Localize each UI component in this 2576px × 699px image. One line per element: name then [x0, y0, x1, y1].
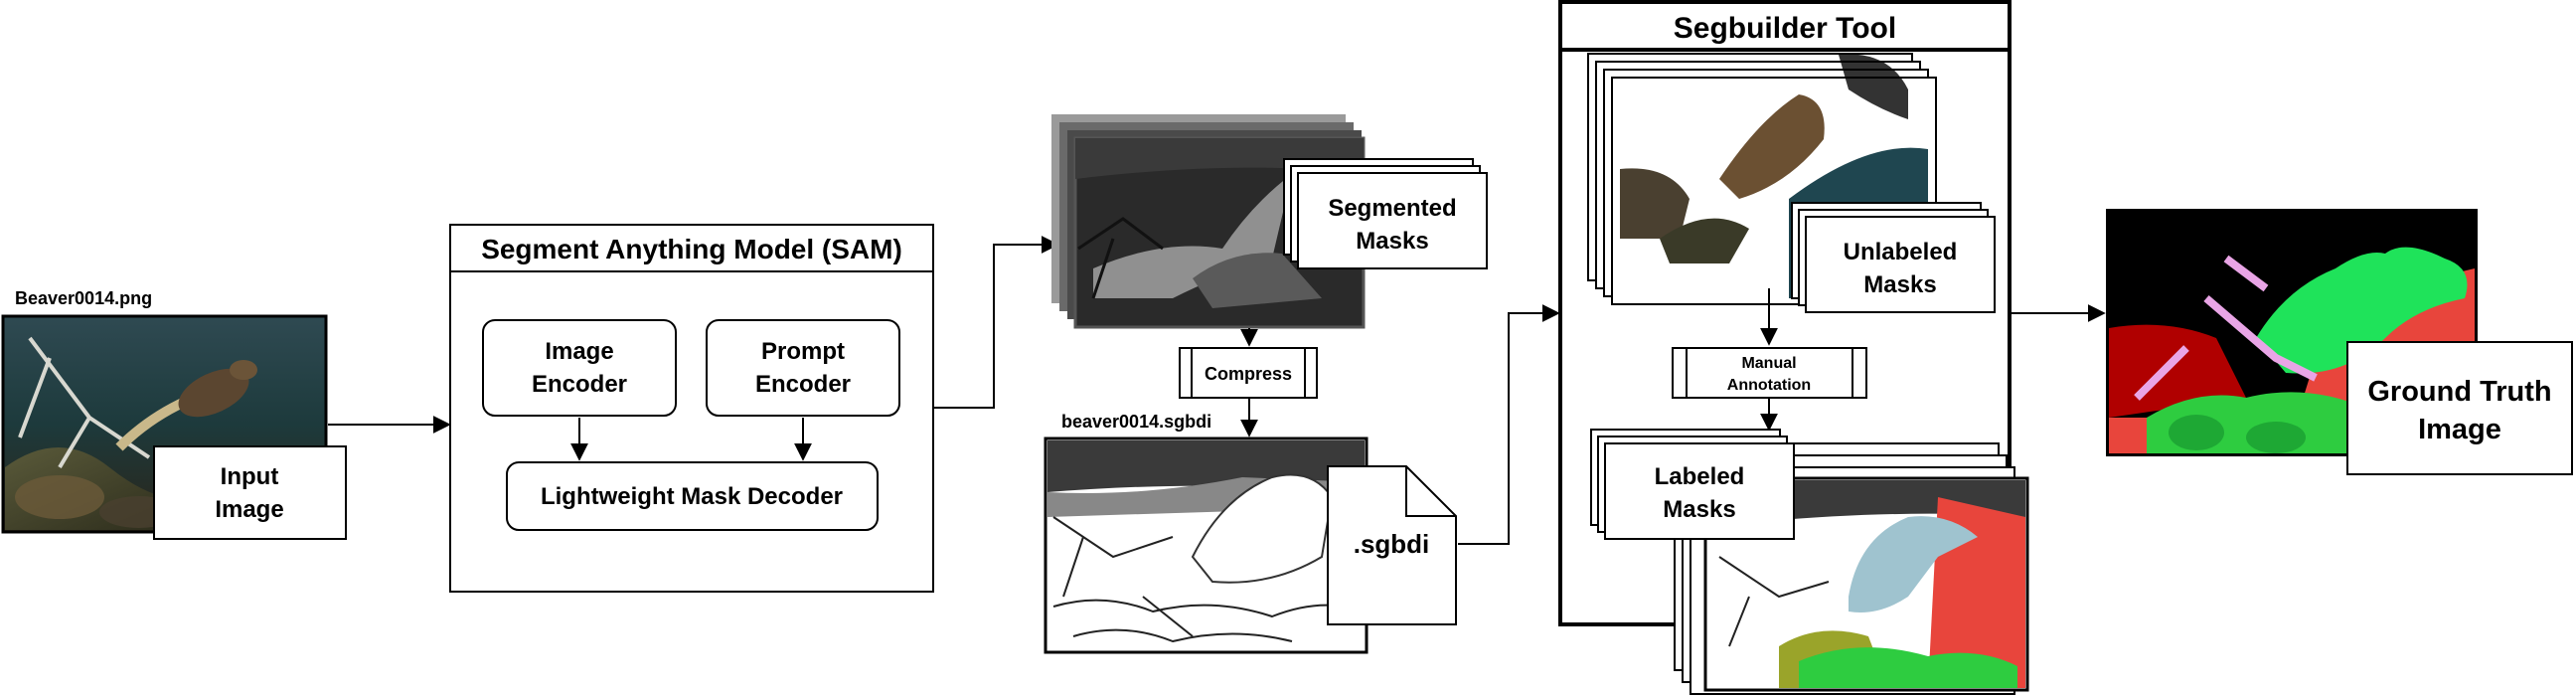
arrow-sam-to-segmented: [934, 236, 1059, 409]
image-encoder-line1: Image: [545, 338, 613, 365]
input-label-line1: Input: [221, 463, 279, 490]
ground-truth-section: Ground Truth Image: [2106, 209, 2573, 475]
input-photo: [1, 314, 328, 534]
unlabeled-label-line2: Masks: [1863, 271, 1936, 298]
output-label-line2: Image: [2418, 414, 2501, 445]
compressed-mask-image: [1044, 437, 1368, 654]
input-section: Beaver0014.png Input Image: [1, 288, 347, 540]
segmented-label-line2: Masks: [1356, 228, 1428, 255]
prompt-encoder-line1: Prompt: [761, 338, 845, 365]
compressed-filename: beaver0014.sgbdi: [1061, 412, 1211, 432]
mask-decoder-box: [506, 461, 879, 531]
prompt-encoder-line2: Encoder: [755, 371, 851, 398]
compress-label: Compress: [1205, 364, 1292, 384]
segmented-masks-section: Segmented Masks: [1051, 114, 1488, 329]
segbuilder-title: Segbuilder Tool: [1674, 12, 1896, 45]
labeled-label-line1: Labeled: [1655, 463, 1745, 490]
compressed-file-section: beaver0014.sgbdi .sgbdi: [1044, 412, 1457, 654]
image-encoder-box: [482, 319, 677, 417]
sgbdi-file-icon: .sgbdi: [1327, 465, 1457, 625]
image-encoder-line2: Encoder: [532, 371, 627, 398]
manual-annotation-process: Manual Annotation: [1672, 347, 1867, 399]
mask-decoder-label: Lightweight Mask Decoder: [541, 483, 843, 510]
segmented-label-line1: Segmented: [1328, 195, 1456, 222]
manual-annotation-line1: Manual: [1741, 355, 1796, 372]
arrow-file-to-segbuilder: [1458, 304, 1560, 545]
input-filename: Beaver0014.png: [15, 288, 152, 308]
unlabeled-label-line1: Unlabeled: [1844, 239, 1958, 265]
compress-process: Compress: [1179, 347, 1318, 399]
input-label-line2: Image: [215, 496, 283, 523]
sgbdi-file-ext: .sgbdi: [1354, 529, 1430, 559]
segbuilder-section: Segbuilder Tool Unlabeled Masks Manual A…: [1558, 0, 2029, 695]
output-label-line1: Ground Truth: [2367, 376, 2551, 408]
prompt-encoder-box: [706, 319, 900, 417]
sam-section: Segment Anything Model (SAM) Image Encod…: [449, 224, 934, 593]
manual-annotation-line2: Annotation: [1727, 377, 1811, 394]
sam-title: Segment Anything Model (SAM): [481, 234, 902, 264]
labeled-label-line2: Masks: [1663, 496, 1735, 523]
